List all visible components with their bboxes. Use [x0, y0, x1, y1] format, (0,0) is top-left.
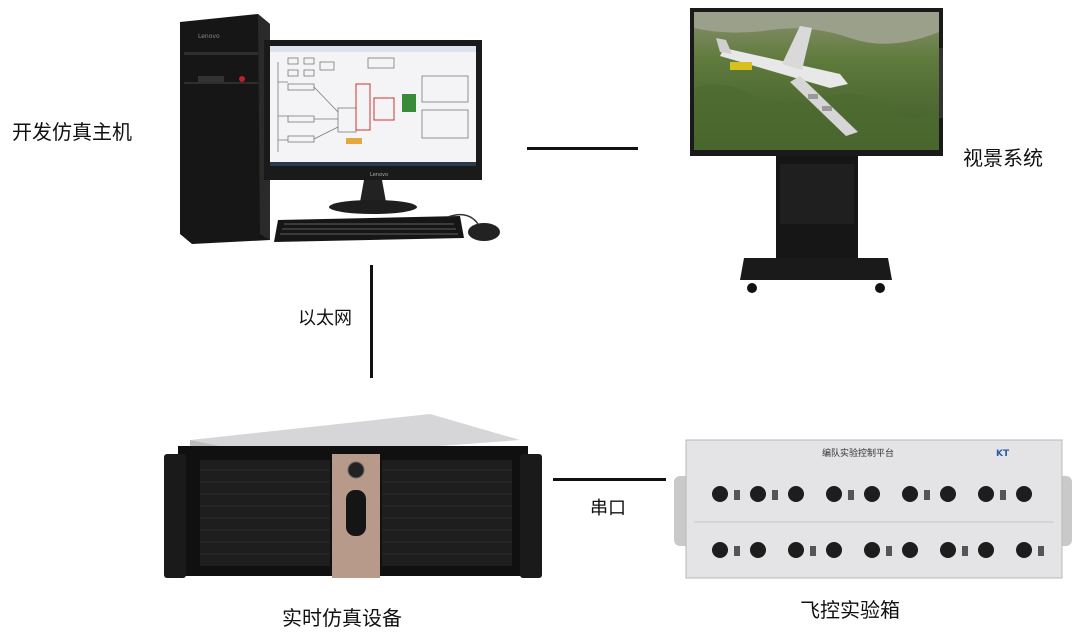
node-label-realtime-sim: 实时仿真设备: [282, 606, 402, 630]
connector-row-bottom: [712, 542, 1032, 558]
node-label-flight-ctrl-box: 飞控实验箱: [800, 598, 900, 622]
realtime-sim-illustration: [160, 410, 544, 588]
lock-icon: [347, 461, 365, 479]
edge-label-ethernet: 以太网: [298, 308, 352, 329]
rack-server-icon: [164, 414, 542, 578]
display-screen-icon: [690, 8, 943, 293]
power-button-icon: [346, 490, 366, 536]
desktop-computer-icon: Lenovo Lenovo: [180, 14, 500, 244]
node-label-dev-host: 开发仿真主机: [12, 120, 132, 144]
connector-row-top: [712, 486, 1032, 502]
brand-logo: KT: [996, 449, 1010, 459]
panel-title: 编队实验控制平台: [822, 447, 894, 459]
edge-line-host-to-realtime: [370, 265, 373, 378]
flight-ctrl-box-illustration: 编队实验控制平台 KT: [674, 436, 1074, 584]
aircraft-icon: [716, 26, 858, 136]
edge-line-host-to-visual: [527, 147, 638, 150]
visual-system-illustration: [690, 8, 946, 298]
node-label-visual-system: 视景系统: [963, 146, 1043, 170]
connector-panel-icon: 编队实验控制平台 KT: [674, 439, 1072, 579]
dev-host-illustration: Lenovo Lenovo: [178, 12, 508, 247]
edge-label-serial: 串口: [590, 498, 626, 519]
edge-line-realtime-to-flight: [553, 478, 666, 481]
monitor-brand-mark: Lenovo: [370, 172, 388, 178]
tower-brand-mark: Lenovo: [198, 33, 220, 40]
